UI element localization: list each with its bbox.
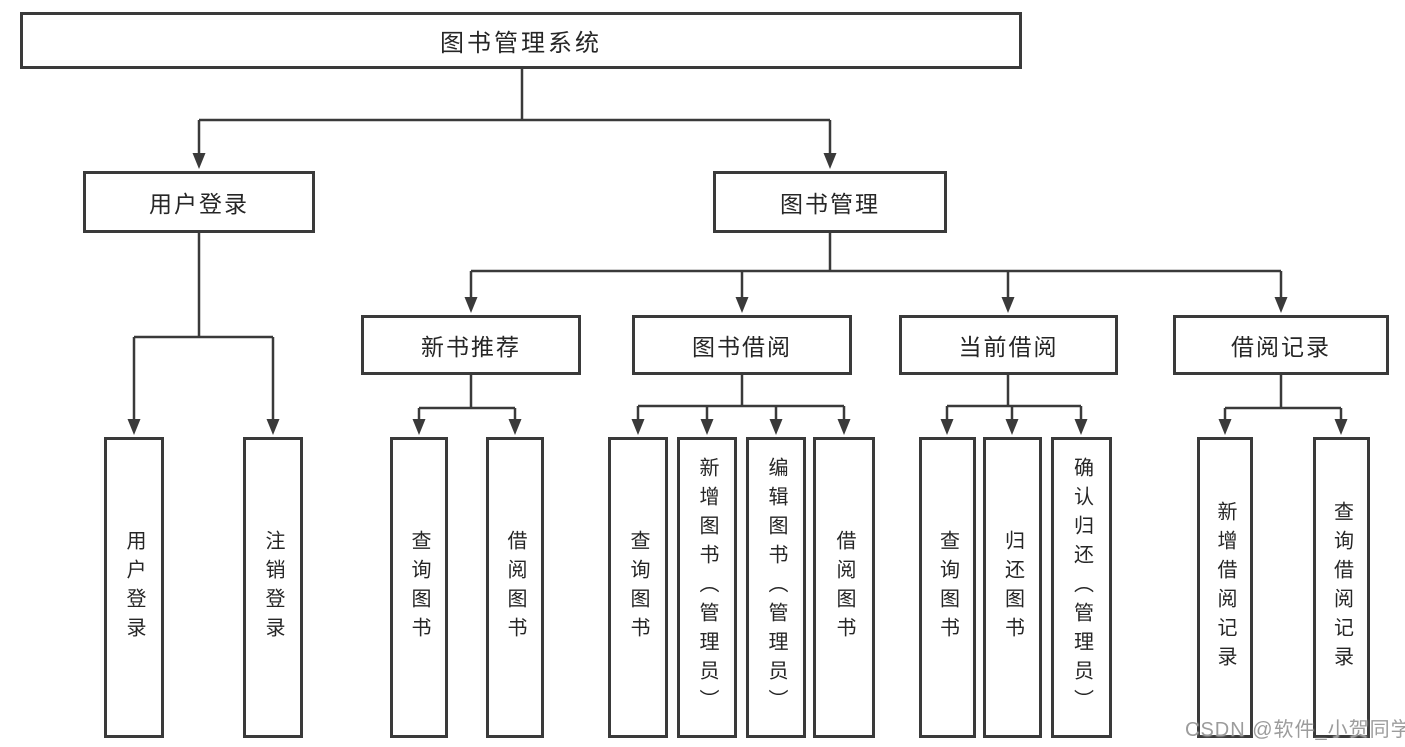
leaf-query-borrow-record: 查询借阅记录 [1313,437,1370,738]
leaf-confirm-return-admin: 确认归还（管理员） [1051,437,1112,738]
connector-user-login [132,233,275,421]
node-book-management: 图书管理 [713,171,947,233]
leaf-logout: 注销登录 [243,437,303,738]
node-label: 借阅图书 [833,529,855,646]
connector-borrow-records [1223,375,1343,421]
node-label: 借阅记录 [1231,334,1331,360]
leaf-query-books-current: 查询图书 [919,437,976,738]
node-label: 图书管理系统 [440,30,602,57]
leaf-borrow-books: 借阅图书 [813,437,875,738]
connector-book-borrow [636,375,846,421]
node-label: 图书管理 [780,191,880,217]
node-label: 归还图书 [1001,529,1024,646]
node-label: 查询图书 [408,529,430,646]
leaf-edit-books-admin: 编辑图书（管理员） [746,437,806,738]
node-current-borrow: 当前借阅 [899,315,1118,375]
node-label: 查询图书 [627,529,649,646]
node-user-login: 用户登录 [83,171,315,233]
node-label: 新书推荐 [421,334,521,360]
leaf-add-borrow-record: 新增借阅记录 [1197,437,1253,738]
node-label: 查询借阅记录 [1330,500,1353,675]
node-label: 用户登录 [123,529,145,646]
node-label: 用户登录 [149,191,249,217]
node-label: 当前借阅 [958,334,1059,360]
node-borrow-records: 借阅记录 [1173,315,1389,375]
connector-root [197,69,832,155]
node-book-borrow: 图书借阅 [632,315,852,375]
node-label: 确认归还（管理员） [1070,457,1093,718]
arrowheads [127,153,1348,435]
leaf-return-books: 归还图书 [983,437,1042,738]
node-label: 新增图书（管理员） [696,457,718,718]
node-label: 图书借阅 [692,334,792,360]
leaf-borrow-books-recommend: 借阅图书 [486,437,544,738]
node-label: 查询图书 [936,529,959,646]
node-label: 编辑图书（管理员） [765,457,787,718]
node-label: 新增借阅记录 [1214,500,1236,675]
node-label: 注销登录 [262,529,284,646]
connector-current-borrow [945,375,1083,421]
node-new-book-recommend: 新书推荐 [361,315,581,375]
node-label: 借阅图书 [504,529,526,646]
leaf-query-books-recommend: 查询图书 [390,437,448,738]
node-library-management-system: 图书管理系统 [20,12,1022,69]
leaf-query-books-borrow: 查询图书 [608,437,668,738]
leaf-user-login: 用户登录 [104,437,164,738]
csdn-watermark: CSDN @软件_小贺同学 [1185,719,1405,741]
leaf-add-books-admin: 新增图书（管理员） [677,437,737,738]
connector-book-management [469,233,1283,299]
connector-new-book-recommend [417,375,517,421]
